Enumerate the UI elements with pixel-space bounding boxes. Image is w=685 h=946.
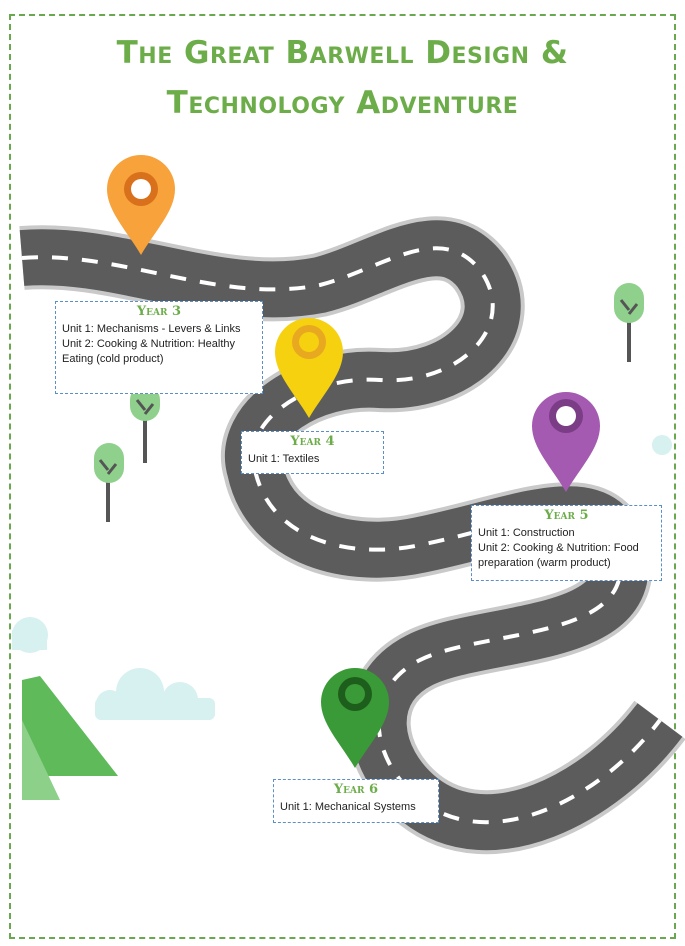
year-5-heading: Year 5: [544, 508, 589, 523]
location-pin-icon: [532, 392, 600, 492]
location-pin-icon: [107, 155, 175, 255]
year-6-heading: Year 6: [333, 782, 379, 797]
cloud-bottom: [95, 668, 215, 720]
location-pin-icon: [275, 318, 343, 418]
title-line-1: The Great Barwell Design &: [116, 35, 569, 71]
year-3-unit-1: Unit 1: Mechanisms - Levers & Links: [62, 323, 241, 335]
hill-left: [22, 676, 118, 800]
year-5-box: Year 5 Unit 1: Construction Unit 2: Cook…: [471, 505, 662, 581]
year-6-unit-1: Unit 1: Mechanical Systems: [280, 801, 416, 813]
year-5-unit-2: Unit 2: Cooking & Nutrition: Food prepar…: [478, 542, 639, 569]
year-3-box: Year 3 Unit 1: Mechanisms - Levers & Lin…: [55, 301, 263, 394]
road-center-dashes: [21, 246, 662, 825]
cloud-right: [652, 435, 672, 455]
cloud-left: [12, 617, 48, 653]
year-3-heading: Year 3: [136, 304, 182, 319]
location-pin-icon: [321, 668, 389, 768]
year-4-unit-1: Unit 1: Textiles: [248, 453, 320, 465]
title-line-2: Technology Adventure: [166, 85, 519, 121]
tree-icon: [614, 283, 644, 362]
year-4-heading: Year 4: [290, 434, 335, 449]
year-3-unit-2: Unit 2: Cooking & Nutrition: Healthy Eat…: [62, 338, 236, 365]
tree-icon: [130, 385, 160, 463]
tree-icon: [94, 443, 124, 522]
year-5-unit-1: Unit 1: Construction: [478, 527, 575, 539]
year-4-box: Year 4 Unit 1: Textiles: [241, 431, 384, 474]
page-title: The Great Barwell Design & Technology Ad…: [0, 28, 685, 128]
page-border: [9, 14, 676, 939]
year-6-box: Year 6 Unit 1: Mechanical Systems: [273, 779, 439, 823]
